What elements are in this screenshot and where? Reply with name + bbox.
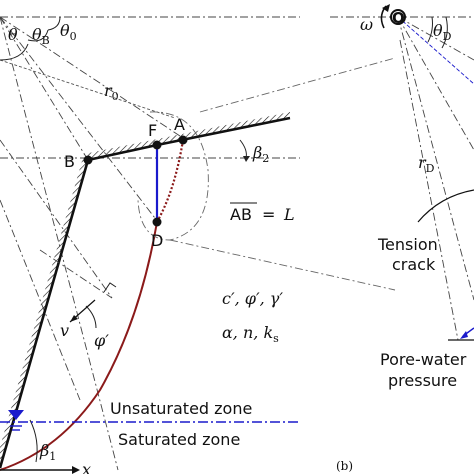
point-f-marker: [152, 140, 162, 150]
tension-crack-arc: [417, 189, 474, 223]
x-axis-arrowhead: [72, 466, 80, 474]
water-table-symbol: [8, 410, 24, 420]
panel-b-label: (b): [336, 459, 353, 473]
phi-prime-label: φ′: [94, 331, 109, 350]
rd-label: rD: [418, 153, 435, 175]
theta-d-label: θD: [433, 21, 452, 43]
ray-theta-0: [0, 16, 184, 139]
r0-label: r0: [104, 81, 119, 103]
omega-arrowhead: [382, 4, 390, 12]
point-f-label: F: [148, 121, 157, 140]
phi-prime-arc: [85, 305, 97, 329]
ab-over-label: AB: [230, 205, 252, 224]
tension-crack-label-1: Tension: [377, 235, 438, 254]
omega-label: ω: [360, 15, 373, 34]
point-d-marker: [152, 217, 162, 227]
pore-water-arrowhead-1: [460, 331, 468, 339]
ray-r0: [0, 59, 176, 119]
pore-water-label-2: pressure: [388, 371, 457, 390]
slip-surface-dotted: [156, 139, 185, 223]
point-o-label: O: [392, 9, 405, 27]
point-a-marker: [178, 135, 188, 145]
slip-normal-line: [39, 249, 113, 299]
ray-theta-b: [0, 16, 89, 161]
beta-1-label: β1: [39, 441, 56, 463]
v-axis-arrowhead: [70, 315, 78, 322]
point-d-label: D: [151, 231, 163, 250]
theta-b-label: θB: [32, 25, 50, 47]
ground-surface: [0, 116, 291, 469]
theta-0-label: θ0: [60, 21, 77, 43]
right-ray-4: [397, 16, 474, 151]
theta-arc: [0, 43, 29, 61]
parameters-line-2: α, n, ks: [222, 323, 279, 345]
ray-slope-normal: [0, 139, 113, 299]
ray-theta: [0, 16, 119, 471]
ray-left-lower: [0, 199, 81, 401]
right-angle-marker: [103, 282, 117, 293]
unsaturated-zone-label: Unsaturated zone: [110, 399, 252, 418]
tension-crack-label-2: crack: [392, 255, 436, 274]
theta-d-arc-2: [441, 16, 448, 49]
beta-2-label: β2: [252, 143, 269, 165]
right-ray-1: [397, 16, 474, 61]
theta-d-arc: [427, 16, 433, 43]
point-b-marker: [83, 155, 93, 165]
beta-1-arc: [29, 419, 38, 463]
beta-2-arc: [239, 139, 247, 159]
right-ray-3: [397, 16, 474, 301]
beta-2-arrowhead: [243, 156, 250, 162]
detail-link-top: [199, 57, 396, 113]
slope-hatch: [0, 112, 290, 468]
ray-to-d: [0, 16, 159, 223]
parameters-line-1: c′, φ′, γ′: [222, 289, 283, 308]
point-o-marker: [390, 9, 406, 25]
right-ray-2: [397, 16, 474, 85]
theta-label: θ: [8, 25, 18, 44]
theta-b-arc: [27, 29, 49, 42]
saturated-zone-label: Saturated zone: [118, 430, 240, 449]
point-b-label: B: [64, 152, 75, 171]
ab-equals-label: =: [262, 205, 275, 224]
theta-0-arc: [47, 16, 61, 31]
pore-water-label-1: Pore-water: [380, 350, 467, 369]
v-axis-label: v: [60, 321, 69, 340]
detail-link-bottom: [169, 239, 396, 291]
x-axis-label: x: [82, 460, 91, 474]
ab-l-label: L: [283, 205, 295, 224]
point-a-label: A: [174, 115, 185, 134]
log-spiral-slip-surface: [0, 221, 158, 471]
detail-outline: [137, 111, 209, 241]
right-vertical-dashdot: [399, 39, 459, 341]
